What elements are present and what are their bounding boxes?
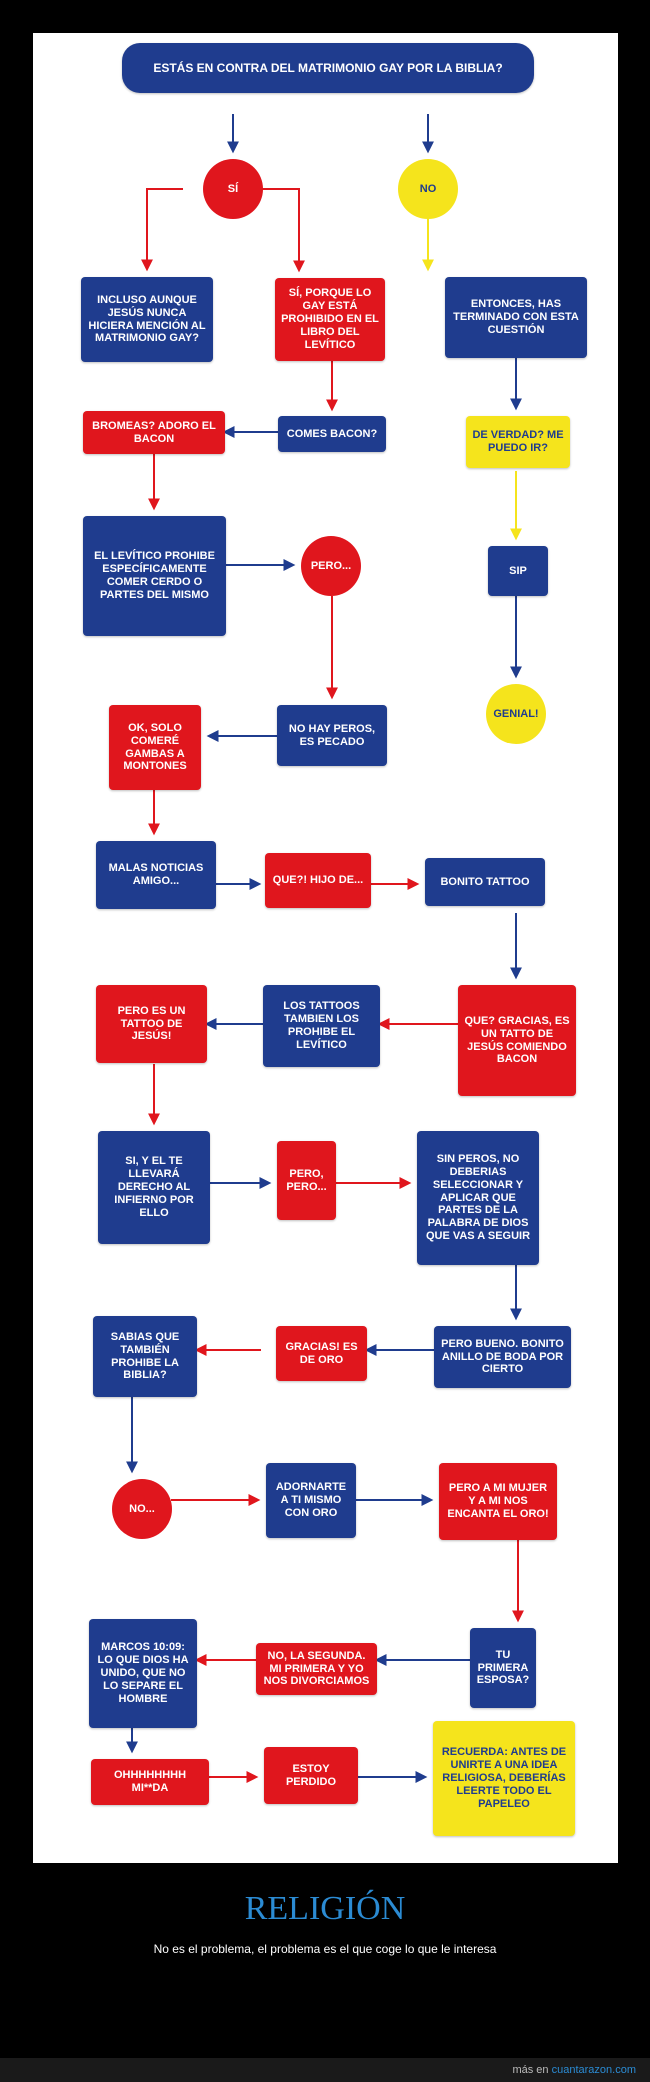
node-perdido: ESTOY PERDIDO xyxy=(264,1747,358,1804)
node-pero2: PERO, PERO... xyxy=(277,1141,336,1220)
node-infierno: SI, Y EL TE LLEVARÁ DERECHO AL INFIERNO … xyxy=(98,1131,210,1244)
node-incluso: INCLUSO AUNQUE JESÚS NUNCA HICIERA MENCI… xyxy=(81,277,213,362)
node-no-dots: NO... xyxy=(112,1479,172,1539)
footer-credit-prefix: más en xyxy=(512,2064,549,2076)
node-segunda: NO, LA SEGUNDA. MI PRIMERA Y YO NOS DIVO… xyxy=(256,1643,377,1695)
node-adornarte: ADORNARTE A TI MISMO CON ORO xyxy=(266,1463,356,1538)
node-recuerda: RECUERDA: ANTES DE UNIRTE A UNA IDEA REL… xyxy=(433,1721,575,1836)
node-ohh: OHHHHHHHH MI**DA xyxy=(91,1759,209,1805)
footer-title: RELIGIÓN xyxy=(244,1890,406,1927)
node-no: NO xyxy=(398,159,458,219)
flowchart-panel: ESTÁS EN CONTRA DEL MATRIMONIO GAY POR L… xyxy=(33,33,618,1863)
footer-site-link[interactable]: cuantarazon.com xyxy=(551,2064,636,2076)
node-bromeas: BROMEAS? ADORO EL BACON xyxy=(83,411,225,454)
node-comes-bacon: COMES BACON? xyxy=(278,416,386,452)
node-pero-tattoo: PERO ES UN TATTOO DE JESÚS! xyxy=(96,985,207,1063)
footer-subtitle: No es el problema, el problema es el que… xyxy=(153,1942,497,1956)
node-gracias-oro: GRACIAS! ES DE ORO xyxy=(276,1326,367,1381)
node-primera: TU PRIMERA ESPOSA? xyxy=(470,1628,536,1708)
node-gambas: OK, SOLO COMERÉ GAMBAS A MONTONES xyxy=(109,705,201,790)
node-levitico-gay: SÍ, PORQUE LO GAY ESTÁ PROHIBIDO EN EL L… xyxy=(275,278,385,361)
node-gracias-tattoo: QUE? GRACIAS, ES UN TATTO DE JESÚS COMIE… xyxy=(458,985,576,1096)
node-no-hay-peros: NO HAY PEROS, ES PECADO xyxy=(277,705,387,766)
edge-si-incluso xyxy=(141,188,183,272)
node-tattoos-prohibe: LOS TATTOOS TAMBIEN LOS PROHIBE EL LEVÍT… xyxy=(263,985,380,1067)
footer-bar xyxy=(0,2058,650,2082)
node-genial: GENIAL! xyxy=(486,684,546,744)
node-mi-mujer: PERO A MI MUJER Y A MI NOS ENCANTA EL OR… xyxy=(439,1463,557,1540)
node-sabias: SABIAS QUE TAMBIÉN PROHIBE LA BIBLIA? xyxy=(93,1316,197,1397)
node-entonces: ENTONCES, HAS TERMINADO CON ESTA CUESTIÓ… xyxy=(445,277,587,358)
node-bonito-tattoo: BONITO TATTOO xyxy=(425,858,545,906)
node-anillo: PERO BUENO. BONITO ANILLO DE BODA POR CI… xyxy=(434,1326,571,1388)
node-sip: SIP xyxy=(488,546,548,596)
node-malas: MALAS NOTICIAS AMIGO... xyxy=(96,841,216,909)
node-title: ESTÁS EN CONTRA DEL MATRIMONIO GAY POR L… xyxy=(122,43,534,93)
node-si: SÍ xyxy=(203,159,263,219)
edge-si-levitico xyxy=(258,188,305,273)
node-sin-peros: SIN PEROS, NO DEBERIAS SELECCIONAR Y APL… xyxy=(417,1131,539,1265)
node-que-hijo: QUE?! HIJO DE... xyxy=(265,853,371,908)
node-marcos: MARCOS 10:09: LO QUE DIOS HA UNIDO, QUE … xyxy=(89,1619,197,1728)
node-pero1: PERO... xyxy=(301,536,361,596)
node-levitico-cerdo: EL LEVÍTICO PROHIBE ESPECÍFICAMENTE COME… xyxy=(83,516,226,636)
node-de-verdad: DE VERDAD? ME PUEDO IR? xyxy=(466,416,570,468)
footer-credit: más en cuantarazon.com xyxy=(512,2064,636,2076)
flowchart-edges xyxy=(126,114,524,1783)
